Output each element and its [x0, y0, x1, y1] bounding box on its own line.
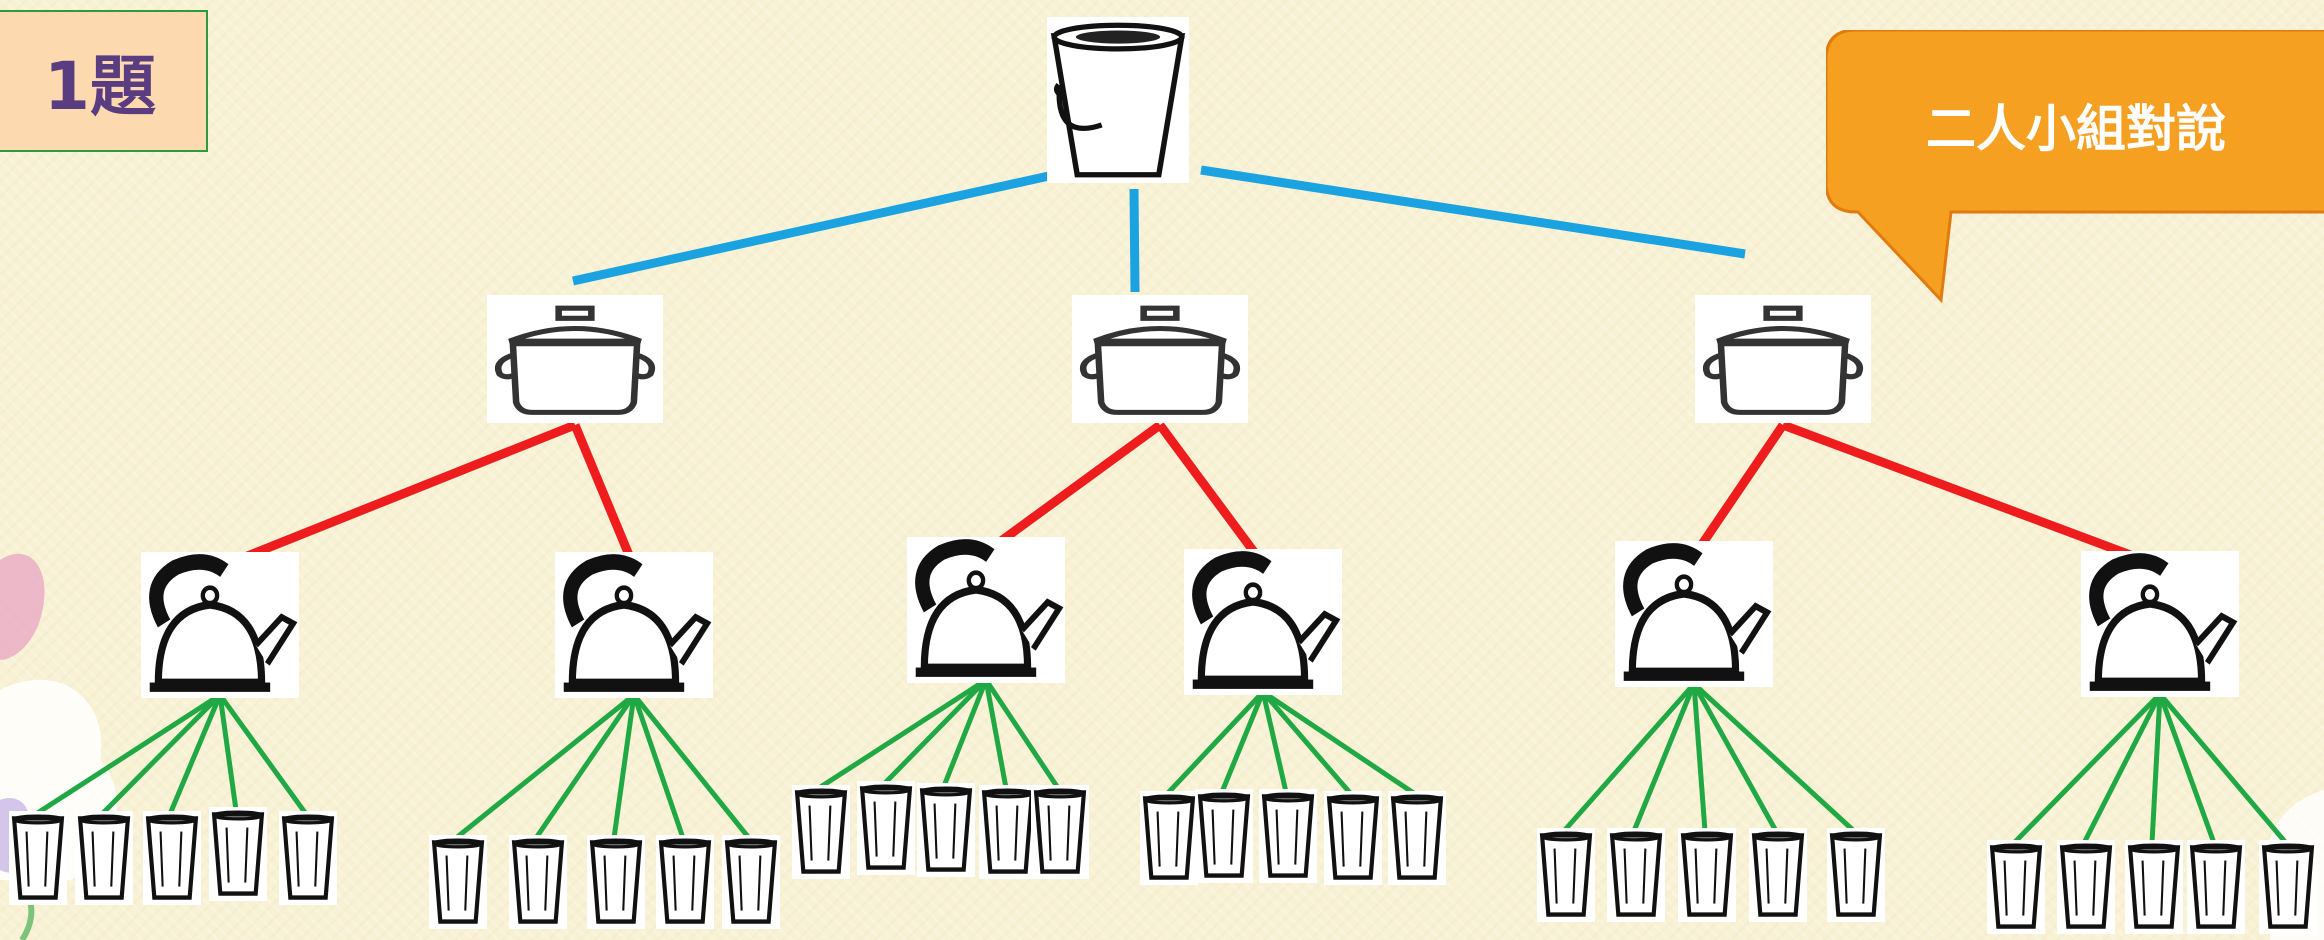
- pot-icon: [1072, 295, 1248, 423]
- kettle-icon: [2081, 551, 2239, 697]
- cup-icon: [1031, 785, 1089, 879]
- bucket-icon: [1047, 17, 1189, 183]
- cup-icon: [1388, 791, 1446, 885]
- connector-line: [572, 167, 1068, 286]
- connector-line: [1165, 690, 1265, 796]
- pot-icon: [487, 295, 663, 423]
- connector-line: [611, 694, 637, 839]
- cup-icon: [2187, 840, 2245, 934]
- connector-line: [1692, 682, 1856, 833]
- connector-line: [1260, 691, 1289, 793]
- connector-line: [983, 421, 1163, 556]
- connector-line: [217, 693, 309, 816]
- cup-icon: [209, 807, 267, 901]
- cup-icon: [1987, 840, 2045, 934]
- connector-line: [1691, 682, 1779, 833]
- cup-icon: [9, 811, 67, 905]
- connector-line: [1562, 682, 1696, 833]
- connector-line: [167, 694, 223, 815]
- kettle-icon: [141, 552, 299, 698]
- cup-icon: [587, 835, 645, 929]
- cup-icon: [1678, 828, 1736, 922]
- cup-icon: [656, 835, 714, 929]
- kettle-icon: [555, 552, 713, 698]
- connector-line: [1781, 420, 2162, 571]
- decorative-leaf: [0, 553, 45, 660]
- cup-icon: [429, 835, 487, 929]
- connector-line: [2157, 693, 2217, 844]
- cup-icon: [1140, 791, 1198, 885]
- connector-line: [941, 679, 989, 787]
- cup-icon: [857, 781, 915, 875]
- kettle-icon: [907, 537, 1065, 683]
- connector-line: [1156, 422, 1267, 567]
- kettle-icon: [1615, 541, 1773, 687]
- cup-icon: [279, 811, 337, 905]
- connector-line: [2012, 692, 2162, 845]
- speech-bubble-shape: [1824, 28, 2324, 304]
- connector-line: [2081, 692, 2163, 845]
- connector-line: [882, 678, 988, 786]
- cup-icon: [509, 835, 567, 929]
- connector-line: [570, 423, 639, 569]
- cup-icon: [1749, 828, 1807, 922]
- cup-icon: [1324, 791, 1382, 885]
- speech-bubble: 二人小組對說: [1824, 28, 2324, 310]
- pot-icon: [1695, 295, 1871, 423]
- question-number-label: 1題: [44, 48, 156, 125]
- cup-icon: [2259, 840, 2317, 934]
- connector-line: [34, 692, 222, 817]
- connector-line: [983, 679, 1009, 789]
- connector-line: [631, 694, 686, 839]
- connector-line: [632, 693, 751, 840]
- connector-line: [1200, 165, 1746, 259]
- cup-icon: [2057, 840, 2115, 934]
- connector-line: [983, 678, 1061, 790]
- connector-line: [454, 693, 636, 840]
- connector-line: [2158, 692, 2288, 845]
- cup-icon: [1827, 828, 1885, 922]
- connector-line: [533, 693, 637, 840]
- connector-line: [1261, 690, 1353, 796]
- connector-line: [100, 693, 222, 816]
- connector-line: [1219, 691, 1266, 793]
- cup-icon: [722, 835, 780, 929]
- connector-line: [1690, 422, 1787, 559]
- cup-icon: [1195, 789, 1253, 883]
- cup-icon: [1537, 828, 1595, 922]
- connector-line: [218, 420, 577, 572]
- cup-icon: [917, 783, 975, 877]
- cup-icon: [1607, 828, 1665, 922]
- cup-icon: [2125, 840, 2183, 934]
- connector-line: [1129, 188, 1140, 293]
- connector-line: [2149, 693, 2163, 844]
- connector-line: [217, 694, 239, 811]
- speech-bubble-label: 二人小組對說: [1926, 100, 2226, 158]
- question-number-box: 1題: [0, 10, 208, 152]
- cup-icon: [1259, 789, 1317, 883]
- cup-icon: [979, 785, 1037, 879]
- kettle-icon: [1184, 549, 1342, 695]
- connector-line: [1631, 683, 1697, 832]
- cup-icon: [792, 785, 850, 879]
- connector-line: [817, 677, 988, 791]
- connector-line: [1691, 683, 1708, 832]
- connector-line: [1261, 689, 1417, 797]
- cup-icon: [143, 811, 201, 905]
- cup-icon: [75, 811, 133, 905]
